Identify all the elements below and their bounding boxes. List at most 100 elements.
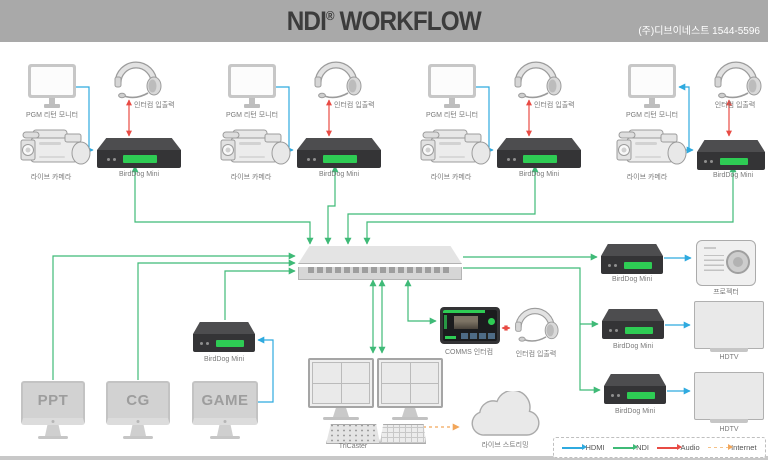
pgm-monitor-label-3: PGM 리턴 모니터 — [425, 112, 479, 119]
monitor-screen — [31, 67, 73, 95]
monitor-neck — [402, 408, 418, 417]
company-phone: (주)디브이네스트 1544-5596 — [638, 26, 760, 37]
monitor-base — [323, 417, 359, 420]
cloud-icon — [471, 391, 540, 436]
projector-vents — [704, 255, 724, 271]
birddog-display — [627, 391, 655, 399]
birddog-label-game: BirdDog Mini — [203, 356, 245, 363]
pgm-monitor-label-4: PGM 리턴 모니터 — [625, 112, 679, 119]
ndi-line-birddog2-switch — [324, 165, 339, 245]
comms-level-bar — [445, 336, 456, 339]
ndi-line-ppt-switch — [52, 252, 296, 380]
ndi-line-birddog1-switch — [131, 165, 314, 245]
comms-intercom-device — [440, 307, 500, 344]
hdtv-label-2: HDTV — [719, 426, 739, 433]
birddog-mini-2 — [297, 138, 381, 168]
birddog-mini-4 — [697, 140, 765, 170]
monitor-screen — [631, 67, 673, 95]
tricaster-multiview-2 — [377, 358, 443, 408]
imac-chin-dot — [51, 420, 55, 423]
projector-strip — [704, 247, 716, 249]
legend-item-internet: Internet — [708, 443, 757, 452]
tricaster-multiview-1 — [308, 358, 374, 408]
birddog-lid — [497, 138, 581, 150]
cg-screen: CG — [106, 381, 170, 425]
birddog-lid — [601, 244, 663, 256]
imac-base — [123, 436, 153, 439]
projector-lens — [726, 250, 750, 274]
monitor-screen — [431, 67, 473, 95]
multiview-grid — [312, 362, 370, 404]
hdtv-stand — [710, 348, 748, 352]
imac-base — [210, 436, 240, 439]
monitor-screen — [231, 67, 273, 95]
ppt-label: PPT — [37, 392, 69, 409]
monitor-base — [44, 104, 60, 108]
monitor-mount — [49, 98, 55, 104]
birddog-front — [297, 150, 381, 168]
title-ndi: NDI — [286, 5, 327, 36]
birddog-led — [200, 341, 203, 345]
birddog-front — [601, 256, 663, 274]
ppt-screen: PPT — [21, 381, 85, 425]
projector — [696, 240, 756, 286]
birddog-label-1: BirdDog Mini — [118, 171, 160, 178]
intercom-label-1: 인터컴 입출력 — [134, 102, 175, 109]
ndi-arrow-icon — [613, 444, 639, 450]
birddog-led — [313, 157, 316, 161]
birddog-label-hdtv2: BirdDog Mini — [614, 408, 656, 415]
header-bar: NDI® WORKFLOW (주)디브이네스트 1544-5596 — [0, 0, 768, 42]
legend-item-hdmi: HDMI — [562, 443, 605, 452]
birddog-led — [113, 157, 116, 161]
comms-app-tiles — [461, 333, 495, 339]
birddog-lid — [697, 140, 765, 152]
pgm-monitor-label-1: PGM 리턴 모니터 — [25, 112, 79, 119]
switch-ports — [308, 266, 452, 273]
pgm-monitor-label-2: PGM 리턴 모니터 — [225, 112, 279, 119]
legend-item-audio: Audio — [657, 443, 700, 452]
camera-icon-2 — [220, 129, 291, 165]
hdmi-line-birddog4-monitor — [678, 83, 690, 150]
intercom-label-3: 인터컴 입출력 — [534, 102, 575, 109]
ndi-line-birddog4-switch — [363, 165, 737, 245]
monitor-base — [244, 104, 260, 108]
birddog-display — [720, 157, 748, 165]
intercom-label-4: 인터컴 입출력 — [714, 102, 756, 109]
monitor-base — [644, 104, 660, 108]
tricaster-keyboard — [380, 424, 426, 444]
birddog-mini-1 — [97, 138, 181, 168]
imac-base — [38, 436, 68, 439]
ndi-line-switch-birddog-hdtv2 — [463, 267, 601, 394]
birddog-lid — [297, 138, 381, 150]
birddog-led — [615, 328, 618, 332]
ndi-line-switch-comms — [404, 279, 437, 325]
birddog-led — [611, 393, 614, 397]
legend-label-ndi: NDI — [636, 443, 649, 452]
birddog-label-hdtv1: BirdDog Mini — [612, 343, 654, 350]
game-label: GAME — [201, 392, 249, 409]
hdmi-arrow-icon — [562, 444, 588, 450]
camera-label-2: 라이브 카메라 — [230, 174, 272, 181]
birddog-display — [216, 339, 244, 347]
comms-label: COMMS 인터컴 — [444, 349, 494, 356]
comms-topbar — [443, 310, 486, 313]
birddog-front — [497, 150, 581, 168]
pgm-return-monitor-2 — [228, 64, 276, 108]
legend: HDMI NDI Audio Internet — [553, 437, 766, 458]
camera-icon-3 — [420, 129, 491, 165]
birddog-led — [710, 159, 713, 163]
headset-icon-4 — [714, 61, 762, 99]
birddog-display — [123, 155, 157, 163]
audio-arrow-icon — [657, 444, 683, 450]
birddog-led — [608, 263, 611, 267]
camera-icon-4 — [616, 129, 687, 165]
pgm-return-monitor-4 — [628, 64, 676, 108]
comms-video-thumb — [454, 316, 478, 329]
cg-computer: CG — [106, 381, 170, 439]
imac-chin-dot — [136, 420, 140, 423]
headset-icon-2 — [314, 61, 362, 99]
headset-icon-3 — [514, 61, 562, 99]
imac-stand — [45, 425, 61, 436]
birddog-mini-3 — [497, 138, 581, 168]
